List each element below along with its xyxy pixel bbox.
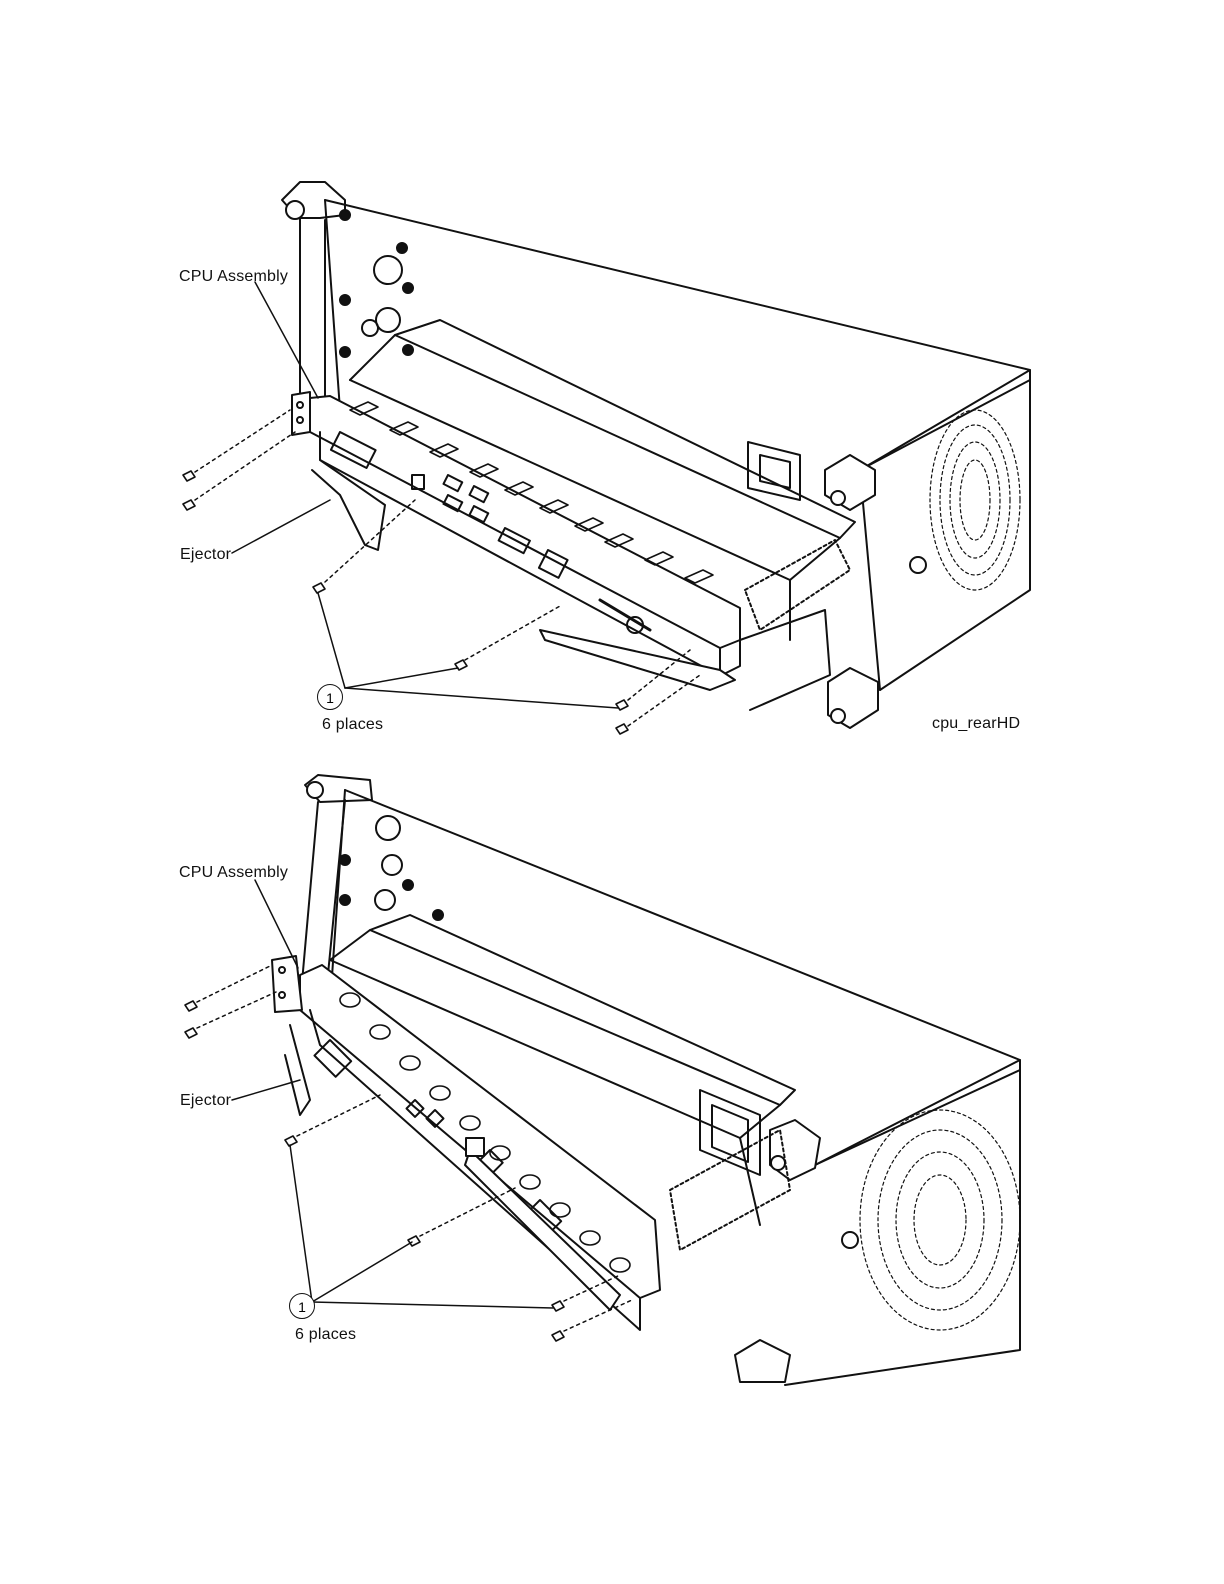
leader-lines [232,880,553,1308]
ejector-label: Ejector [180,1092,231,1110]
cpu-removal-figure-top: CPU Assembly Ejector 1 6 places cpu_rear… [0,170,1224,750]
vent-grid [860,1110,1020,1330]
ferrite-clips [350,402,713,583]
cpu-assembly-label: CPU Assembly [179,864,288,882]
cpu-assembly-label: CPU Assembly [179,268,288,286]
callout-text: 6 places [295,1326,356,1344]
screw-path-lines [197,966,632,1331]
callout-text: 6 places [322,716,383,734]
callout-number: 1 [317,684,343,710]
cpu-removal-figure-bottom: CPU Assembly Ejector 1 6 places [0,770,1224,1390]
vent-grid [930,410,1020,590]
instrument-rear-drawing-top [0,170,1224,750]
figure-id-label: cpu_rearHD [932,715,1020,733]
ejector-label: Ejector [180,546,231,564]
callout-number: 1 [289,1293,315,1319]
instrument-rear-drawing-bottom [0,770,1224,1390]
screw-icons [183,471,628,734]
